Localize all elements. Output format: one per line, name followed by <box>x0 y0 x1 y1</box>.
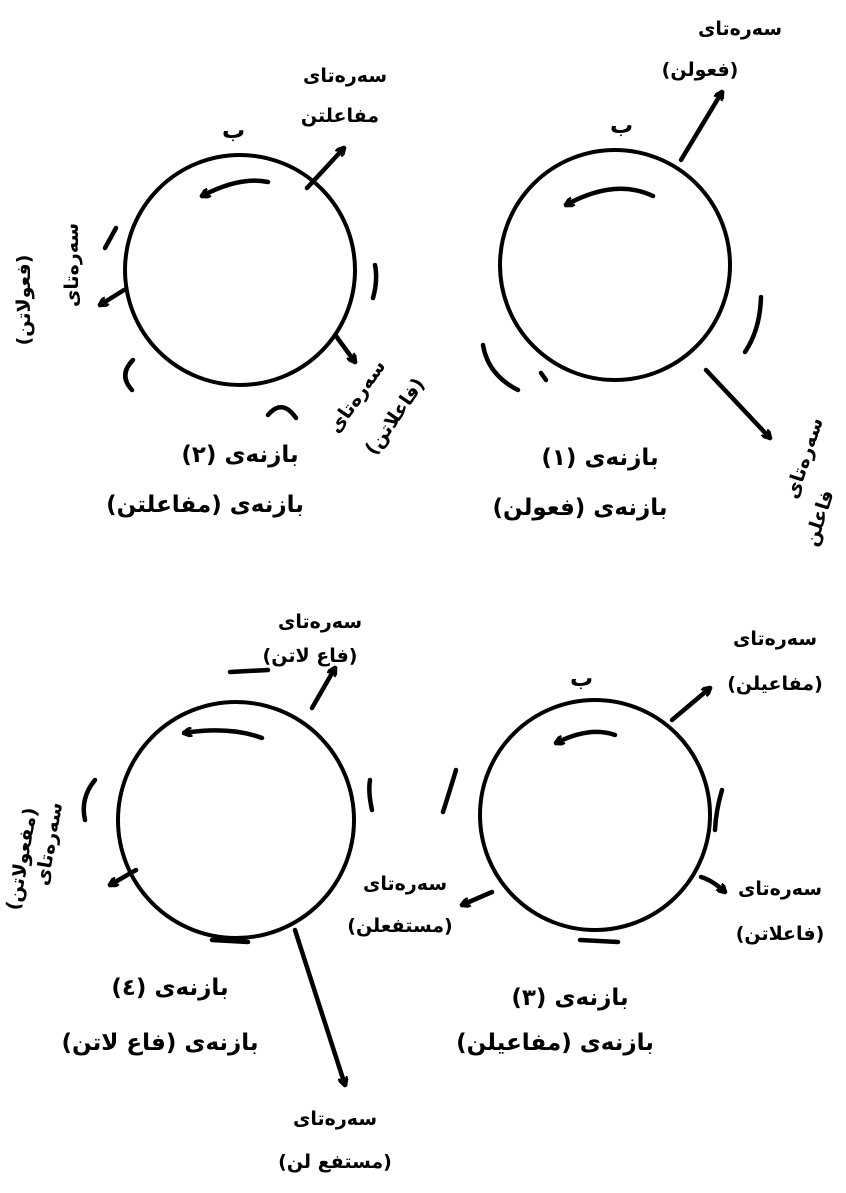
circle-2-arrow-right <box>333 333 355 362</box>
circle-2-title: بازنه‌ی (٢) <box>181 442 298 468</box>
circle-2-label-top-line2: مفاعلتن <box>301 105 379 127</box>
circle-3-subtitle: بازنه‌ی (مفاعیلن) <box>456 1030 654 1056</box>
circle-1-bottom-tick <box>538 370 549 383</box>
circle-2-label-top-line1: سه‌ره‌تای <box>303 65 387 87</box>
circle-2-arrow-top <box>304 148 344 191</box>
circle-3-label-left-line1: سه‌ره‌تای <box>363 873 447 895</box>
circle-2-right-dash <box>370 262 379 301</box>
circle-1-arrow-bottom <box>703 367 770 438</box>
circle-4-subtitle: بازنه‌ی (فاع لاتن) <box>61 1030 258 1056</box>
circle-2-left-arc <box>123 357 136 393</box>
circle-1 <box>498 148 732 382</box>
circle-1-right-dash <box>742 294 764 355</box>
circle-4-group: سه‌ره‌تای (فاع لاتن) سه‌ره‌تای (مفعولاتن… <box>2 611 392 1173</box>
circle-4-label-bottom-line1: سه‌ره‌تای <box>293 1108 377 1130</box>
circle-4-top-dash <box>227 667 271 675</box>
circle-3-label-right-line2: (فاعلاتن) <box>736 923 825 945</box>
circle-4 <box>116 700 356 940</box>
circle-3-arrow-left <box>462 889 495 905</box>
circle-3-left-dash <box>440 767 459 815</box>
circle-1-label-top-line2: (فعولن) <box>662 59 739 81</box>
circle-3-arrow-right <box>698 874 725 892</box>
circle-2-label-left-line2: (فعولاتن) <box>13 255 35 346</box>
circle-1-subtitle: بازنه‌ی (فعولن) <box>492 495 667 521</box>
circle-3-label-top-line1: سه‌ره‌تای <box>733 628 817 650</box>
circle-3-label-right-line1: سه‌ره‌تای <box>738 878 822 900</box>
circle-3-rotation-arrow <box>556 729 618 743</box>
circle-2-top-mark: ب <box>222 118 245 144</box>
circle-1-arrow-top <box>678 92 722 163</box>
circle-4-arrow-left <box>110 867 139 888</box>
circle-4-left-arc <box>81 777 98 823</box>
circle-2-left-dash <box>102 225 119 251</box>
circle-2-bottom-arc <box>265 405 299 421</box>
circle-4-label-top-line2: (فاع لاتن) <box>263 645 358 667</box>
circle-2-group: ب سه‌ره‌تای مفاعلتن سه‌ره‌تای (فعولاتن) … <box>13 65 430 518</box>
circle-2 <box>123 153 357 387</box>
circle-3-group: ب سه‌ره‌تای (مفاعیلن) سه‌ره‌تای (فاعلاتن… <box>347 628 824 1056</box>
circle-4-label-top-line1: سه‌ره‌تای <box>278 611 362 633</box>
circle-1-left-arc <box>480 342 521 393</box>
circle-3-arrow-top <box>669 688 710 723</box>
circle-3 <box>478 698 712 932</box>
circle-3-top-mark: ب <box>570 666 593 692</box>
circle-4-right-dash <box>367 777 375 813</box>
circle-4-rotation-arrow <box>184 730 265 741</box>
circle-3-right-dash <box>712 787 725 833</box>
circle-3-title: بازنه‌ی (٣) <box>511 985 628 1011</box>
circle-1-label-bottom-line2: فاعلن <box>800 487 839 548</box>
circle-1-title: بازنه‌ی (١) <box>541 445 658 471</box>
circle-3-label-top-line2: (مفاعیلن) <box>727 673 823 695</box>
circle-4-title: بازنه‌ی (٤) <box>111 975 228 1001</box>
circle-1-top-mark: ب <box>610 113 633 139</box>
circle-4-bottom-dash <box>209 937 251 945</box>
circle-1-rotation-arrow <box>566 186 656 205</box>
circle-4-label-bottom-line2: (مستفع لن) <box>278 1151 392 1173</box>
circle-1-label-top-line1: سه‌ره‌تای <box>698 18 782 40</box>
circle-2-arrow-left <box>100 287 127 305</box>
circle-4-arrow-top <box>309 668 338 711</box>
circle-2-label-left-line1: سه‌ره‌تای <box>61 223 83 307</box>
circle-3-label-left-line2: (مستفعلن) <box>347 915 452 937</box>
circle-4-arrow-bottom <box>292 927 345 1085</box>
circle-1-group: ب سه‌ره‌تای (فعولن) سه‌ره‌تای فاعلن بازن… <box>480 18 839 549</box>
circle-2-rotation-arrow <box>202 178 271 196</box>
circle-3-bottom-dash <box>577 937 621 945</box>
circle-2-subtitle: بازنه‌ی (مفاعلتن) <box>106 492 304 518</box>
